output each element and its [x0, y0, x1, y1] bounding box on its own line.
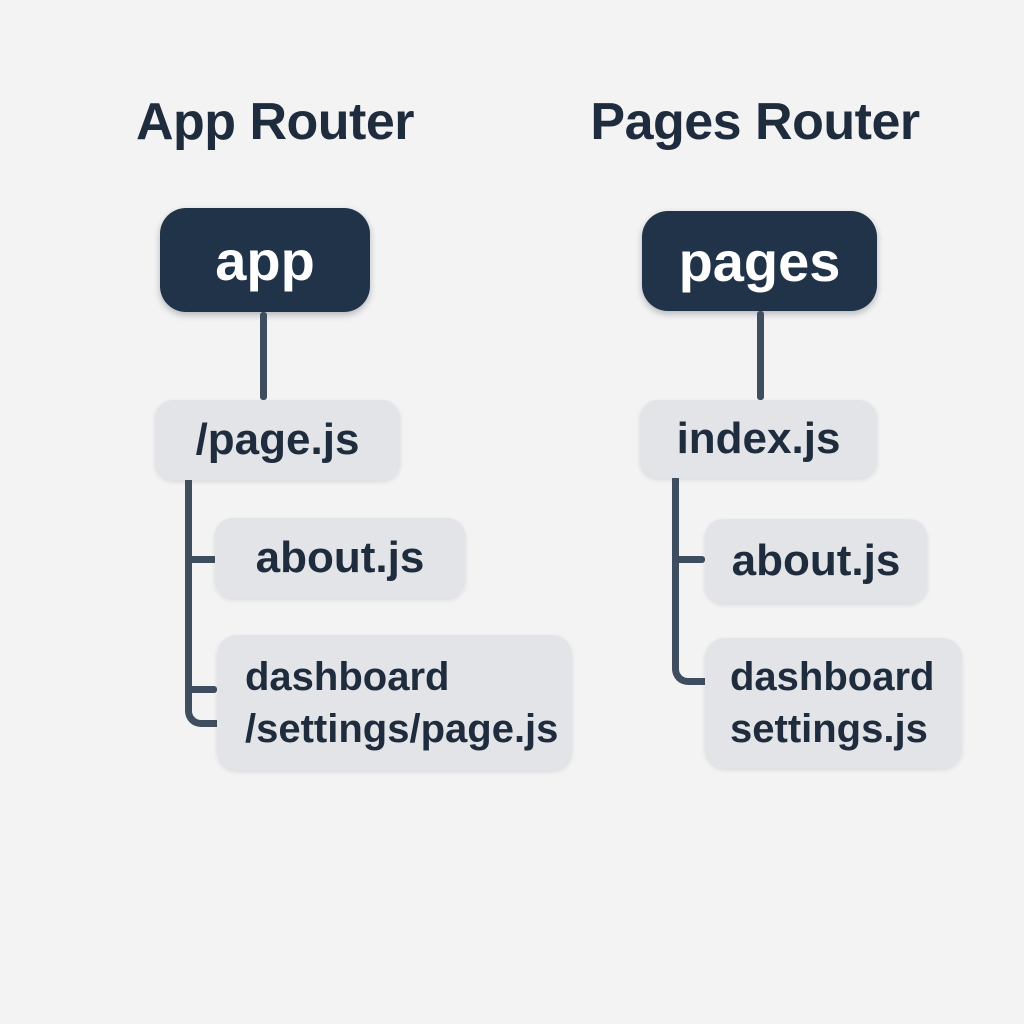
pages-dashboard-label-line2: settings.js: [730, 707, 928, 751]
app-page-node: /page.js: [155, 400, 400, 480]
app-dashboard-connector-stub: [185, 686, 217, 693]
pages-dashboard-label-line1: dashboard: [730, 655, 935, 699]
app-about-label: about.js: [255, 533, 425, 582]
pages-index-node: index.js: [640, 400, 877, 478]
app-root-connector-line: [260, 312, 267, 400]
app-dashboard-label-line1: dashboard: [245, 654, 450, 699]
app-page-label: /page.js: [195, 415, 360, 464]
pages-router-title: Pages Router: [590, 93, 920, 151]
pages-root-node: pages: [642, 211, 877, 311]
pages-root-connector-line: [757, 311, 764, 400]
app-tree-connector-elbow: [185, 480, 217, 727]
pages-about-label: about.js: [731, 536, 901, 585]
app-dashboard-node: dashboard /settings/page.js: [217, 635, 572, 770]
pages-index-label: index.js: [676, 414, 841, 463]
pages-about-node: about.js: [705, 519, 927, 603]
app-root-label: app: [215, 228, 315, 292]
pages-dashboard-node: dashboard settings.js: [705, 638, 962, 768]
app-about-connector-stub: [185, 556, 217, 563]
app-router-title: App Router: [135, 93, 415, 151]
pages-tree-connector-elbow: [672, 478, 705, 685]
app-dashboard-label-line2: /settings/page.js: [245, 706, 559, 751]
app-root-node: app: [160, 208, 370, 312]
app-about-node: about.js: [215, 518, 465, 598]
pages-root-label: pages: [678, 229, 841, 293]
pages-about-connector-stub: [672, 556, 705, 563]
